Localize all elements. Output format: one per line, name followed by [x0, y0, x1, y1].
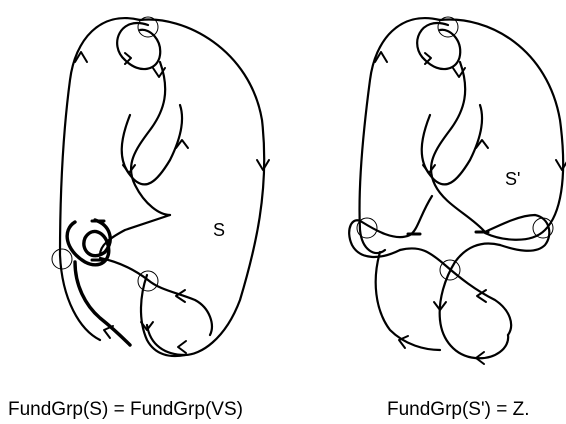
left-arrow-bold: [103, 325, 114, 339]
left-diagram-label: S: [213, 220, 225, 240]
right-arrow-lower-right: [476, 289, 487, 303]
left-arrow-right-down: [256, 159, 270, 171]
left-arrow-inner-down: [152, 67, 166, 78]
left-outer-left-arc: [58, 17, 142, 342]
right-arrow-right-down: [555, 159, 566, 171]
left-arrow-middle-down: [122, 164, 136, 174]
right-diagram-label: S': [505, 169, 520, 189]
right-left-lobe: [348, 194, 434, 258]
right-caption: FundGrp(S') = Z.: [387, 399, 529, 420]
left-arrow-bottom: [177, 340, 187, 354]
left-arrow-top-inner: [124, 52, 132, 65]
left-middle-strand: [130, 60, 172, 217]
left-lower-strand-2: [139, 273, 187, 358]
left-arrow-lower-right: [175, 289, 186, 303]
left-lower-strand: [98, 256, 213, 337]
right-cross-strand: [398, 247, 513, 337]
right-arrow-top-inner: [424, 52, 432, 65]
right-outer-left-arc: [358, 17, 442, 255]
right-cross-strand-2: [438, 242, 502, 322]
left-caption: FundGrp(S) = FundGrp(VS): [8, 399, 243, 420]
left-bold-strand: [73, 260, 132, 347]
right-virtual-crossing-bottom: [439, 259, 461, 281]
left-arrow-top-left: [74, 51, 88, 63]
right-virtual-crossing-right: [532, 217, 554, 239]
left-inner-top-loop: [116, 22, 162, 71]
right-arrow-lower-down: [433, 301, 447, 311]
right-arrow-lower-left: [398, 335, 409, 349]
right-lower-left-strand: [374, 250, 442, 352]
left-bold-loop: [65, 218, 112, 267]
left-virtual-crossing-bottom: [137, 270, 159, 292]
right-knot-diagram: S': [348, 16, 566, 365]
right-middle-strand-2: [420, 103, 484, 186]
left-virtual-crossing-top: [137, 16, 159, 38]
right-arrow-top-left: [374, 51, 388, 63]
right-right-lobe: [483, 213, 551, 252]
right-middle-strand: [430, 60, 487, 234]
right-arrow-middle-down: [422, 164, 436, 174]
left-diag-strand: [98, 213, 172, 257]
right-virtual-crossing-left: [356, 217, 378, 239]
right-arrow-middle-up: [475, 139, 489, 149]
right-outer-right-arc: [438, 18, 565, 241]
left-virtual-crossing-left: [51, 248, 73, 270]
right-arrow-bottom: [475, 351, 485, 365]
right-lower-loop: [438, 318, 510, 360]
right-arrow-inner-down: [452, 67, 466, 78]
left-arrow-middle-up: [175, 139, 189, 149]
right-virtual-crossing-top: [437, 16, 459, 38]
right-inner-top-loop: [416, 22, 462, 71]
left-arrow-lower-down: [140, 321, 154, 331]
left-middle-strand-2: [120, 103, 184, 186]
left-knot-diagram: S: [51, 16, 270, 358]
